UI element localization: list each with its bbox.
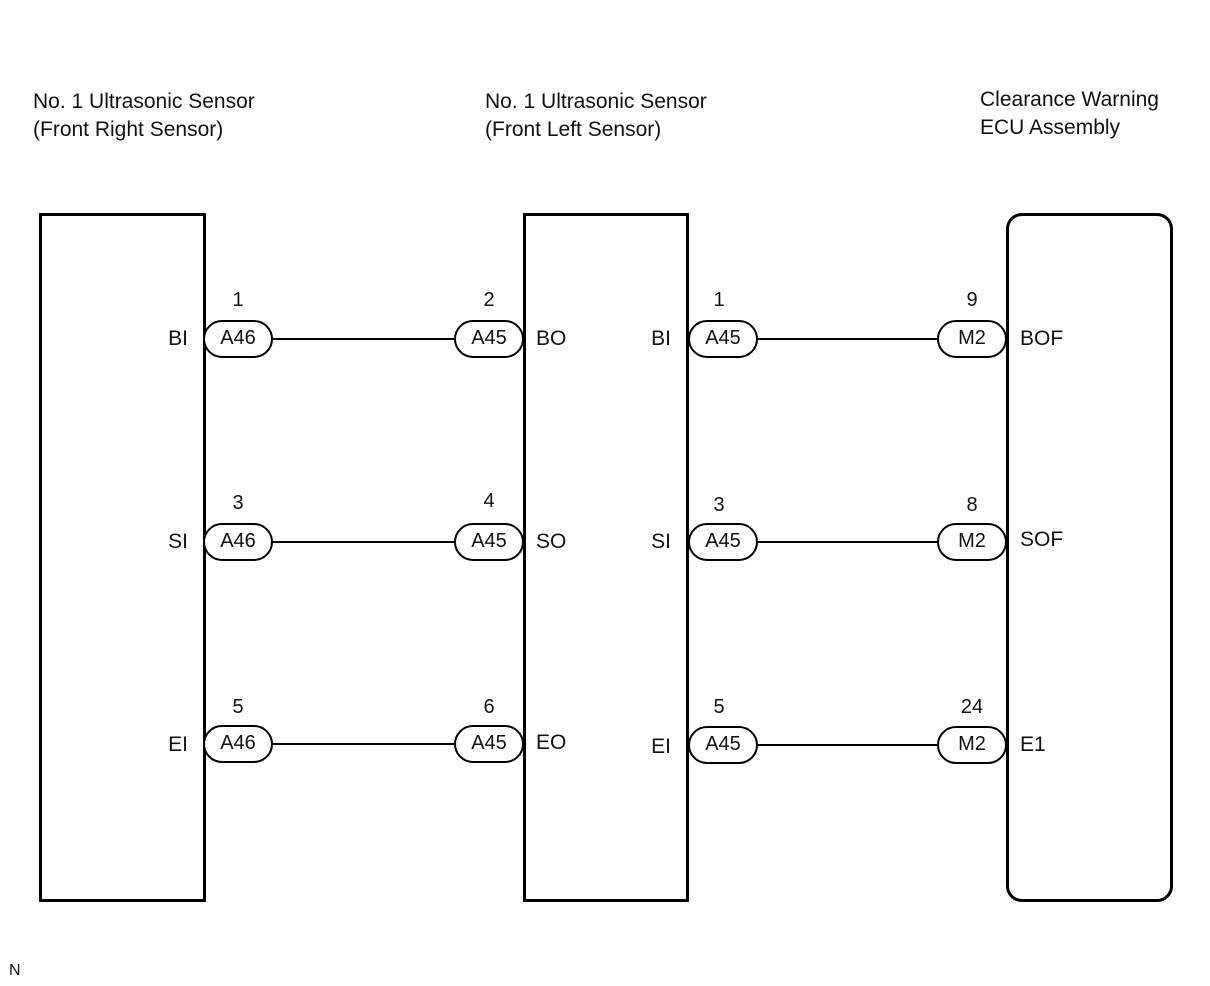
wire-b-line: [270, 338, 460, 340]
connector-a46: A46: [203, 523, 273, 561]
pin-number: 8: [966, 494, 978, 516]
pin-number: 1: [232, 289, 244, 311]
front-right-sensor-box: [39, 213, 206, 902]
pin-number: 2: [483, 289, 495, 311]
title-line-2: (Front Right Sensor): [33, 118, 224, 141]
signal-label: BI: [651, 327, 671, 350]
pin-number: 6: [483, 696, 495, 718]
signal-label: E1: [1020, 733, 1046, 756]
title-line-2: ECU Assembly: [980, 116, 1121, 139]
title-line-1: Clearance Warning: [980, 88, 1159, 111]
wire-b-line-ecu: [755, 338, 941, 340]
connector-m2: M2: [937, 320, 1007, 358]
front-left-sensor-title: No. 1 Ultrasonic Sensor (Front Left Sens…: [485, 88, 707, 144]
title-line-2: (Front Left Sensor): [485, 118, 662, 141]
pin-number: 5: [232, 696, 244, 718]
title-line-1: No. 1 Ultrasonic Sensor: [33, 90, 255, 113]
ecu-title: Clearance Warning ECU Assembly: [980, 86, 1159, 142]
connector-a46: A46: [203, 320, 273, 358]
signal-label: EI: [651, 735, 671, 758]
pin-number: 1: [713, 289, 725, 311]
signal-label: EI: [168, 733, 188, 756]
signal-label: BO: [536, 327, 567, 350]
wire-s-line: [270, 541, 460, 543]
pin-number: 9: [966, 289, 978, 311]
connector-a46: A46: [203, 725, 273, 763]
front-left-sensor-box: [523, 213, 689, 902]
connector-a45: A45: [688, 320, 758, 358]
pin-number: 3: [232, 492, 244, 514]
signal-label: SI: [168, 530, 188, 553]
signal-label: EO: [536, 731, 567, 754]
connector-m2: M2: [937, 523, 1007, 561]
signal-label: BI: [168, 327, 188, 350]
pin-number: 4: [483, 490, 495, 512]
signal-label: SI: [651, 530, 671, 553]
pin-number: 5: [713, 696, 725, 718]
connector-a45: A45: [454, 523, 524, 561]
connector-m2: M2: [937, 726, 1007, 764]
signal-label: BOF: [1020, 327, 1064, 350]
signal-label: SO: [536, 530, 567, 553]
signal-label: SOF: [1020, 528, 1064, 551]
title-line-1: No. 1 Ultrasonic Sensor: [485, 90, 707, 113]
figure-code: N: [9, 962, 21, 979]
connector-a45: A45: [454, 725, 524, 763]
pin-number: 24: [960, 696, 984, 718]
connector-a45: A45: [688, 523, 758, 561]
connector-a45: A45: [454, 320, 524, 358]
wire-e-line: [270, 743, 460, 745]
front-right-sensor-title: No. 1 Ultrasonic Sensor (Front Right Sen…: [33, 88, 255, 144]
ecu-box: [1006, 213, 1173, 902]
wire-s-line-ecu: [755, 541, 941, 543]
connector-a45: A45: [688, 726, 758, 764]
wire-e-line-ecu: [755, 744, 941, 746]
pin-number: 3: [713, 494, 725, 516]
